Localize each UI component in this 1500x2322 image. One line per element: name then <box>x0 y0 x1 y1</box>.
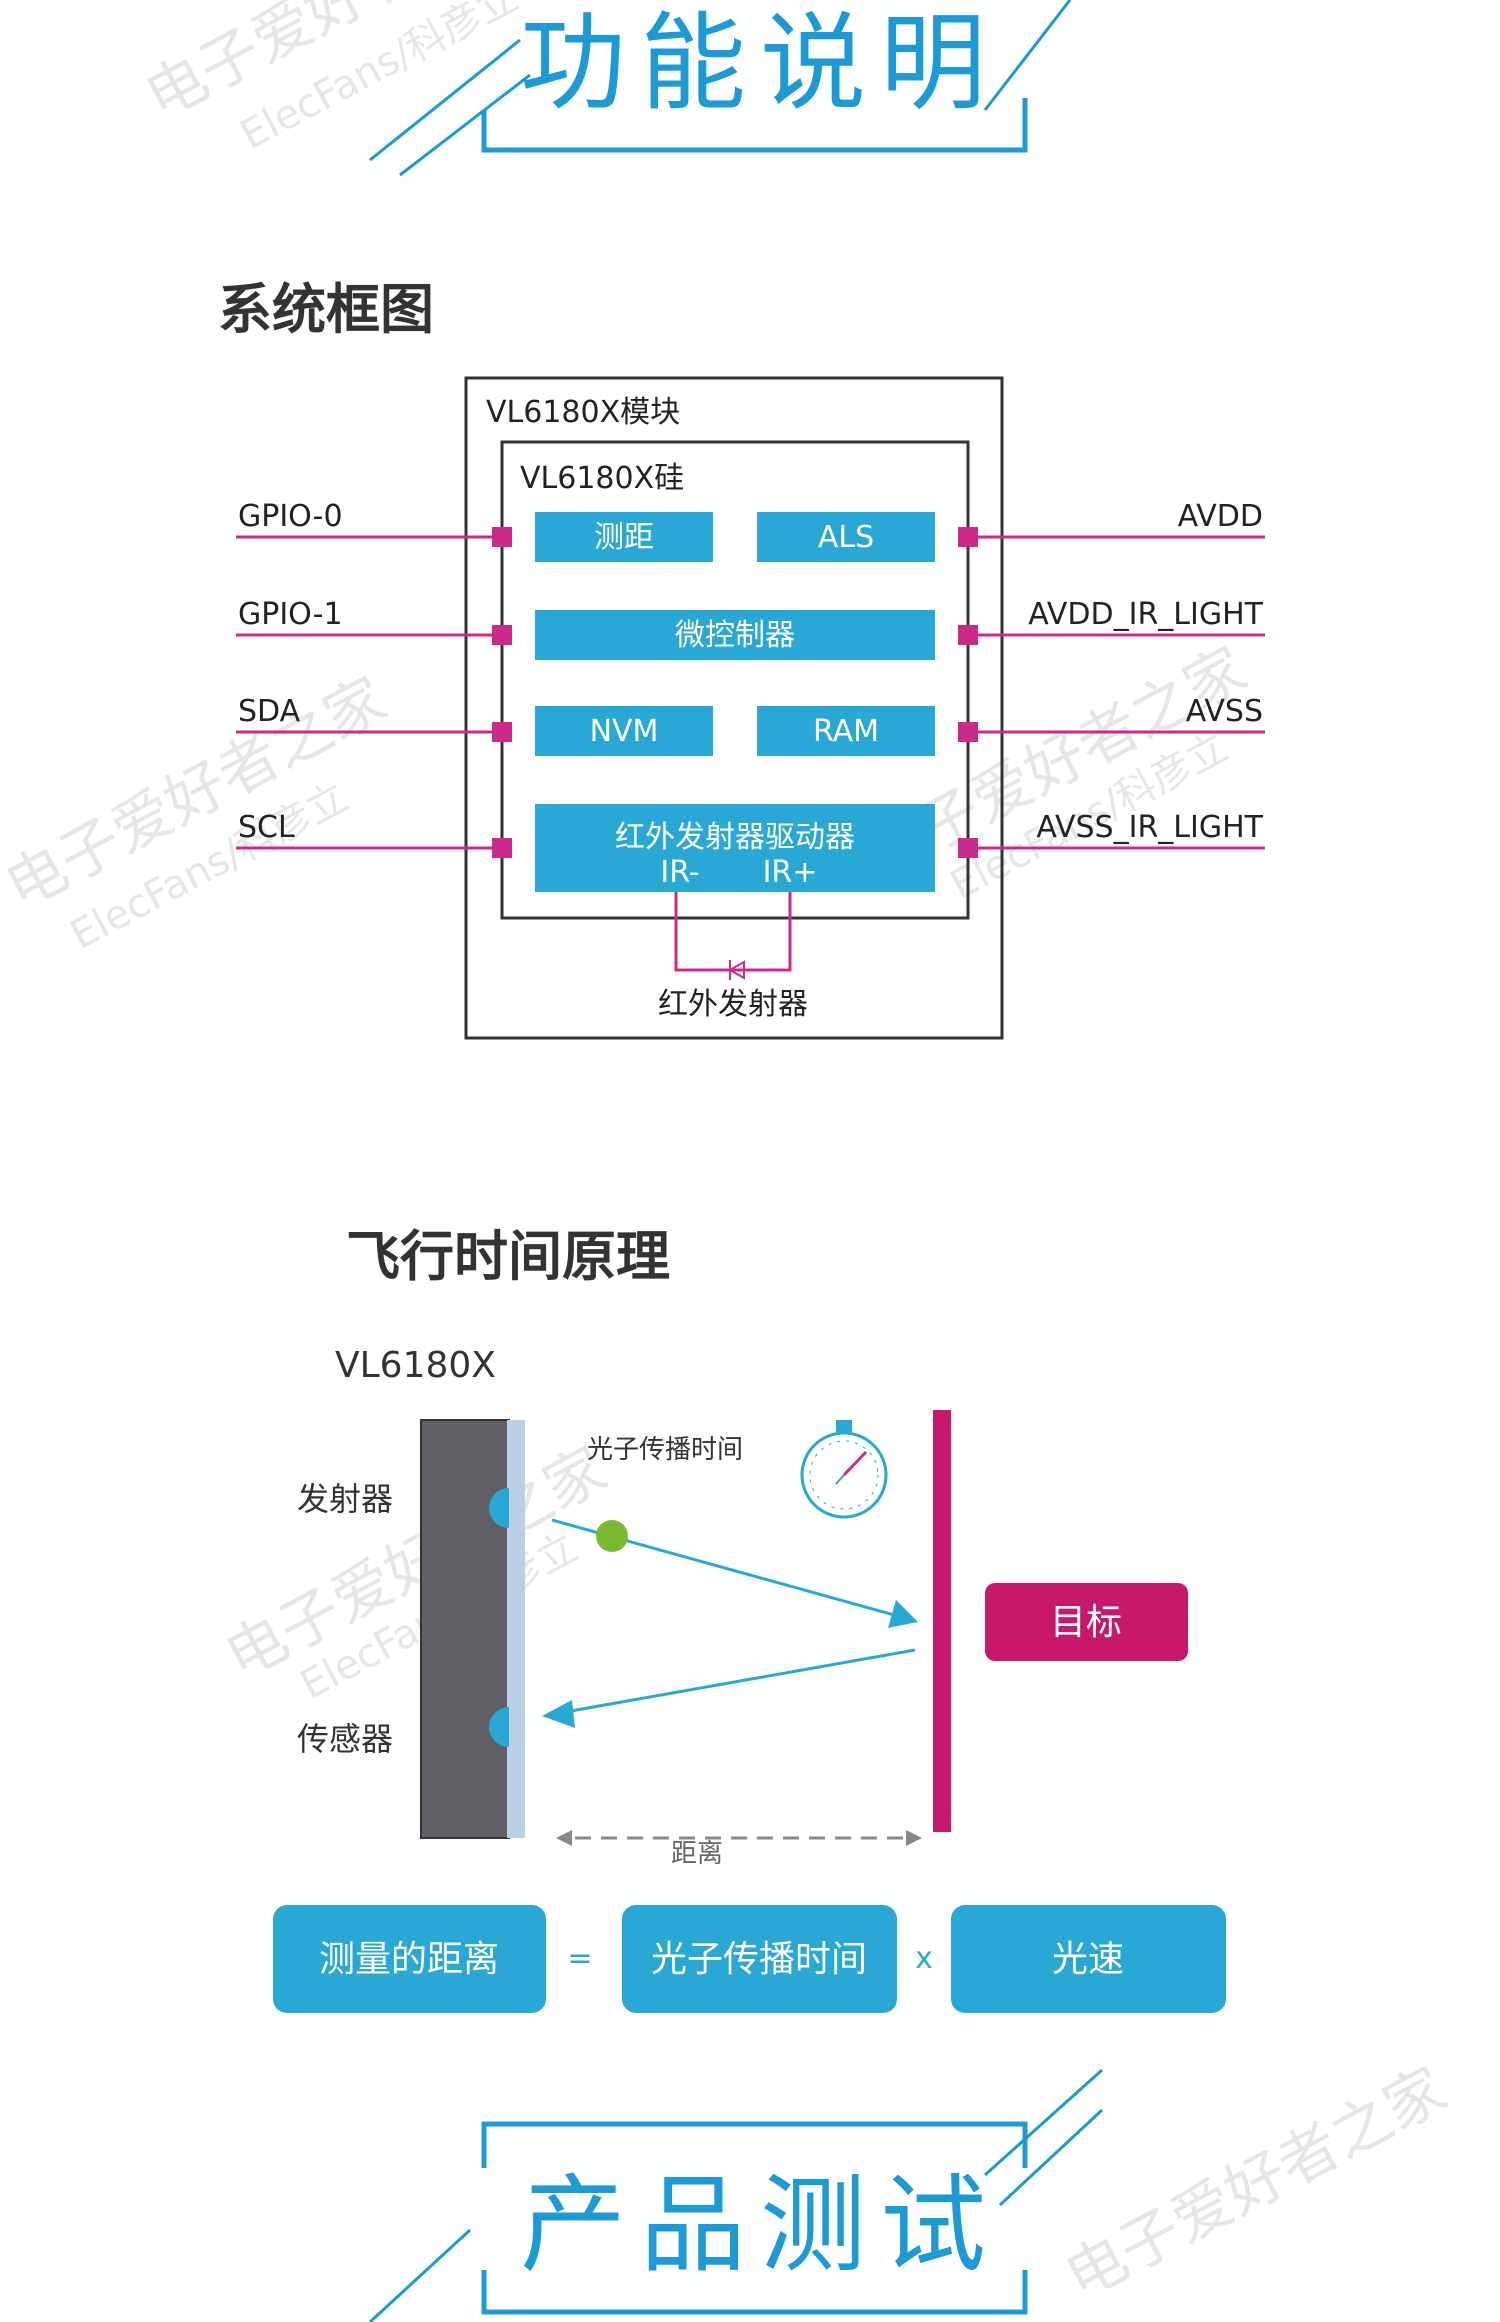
tof-diagram: VL6180X 发射器 传感器 光子传播时间 目标 距离 <box>297 1345 1188 1869</box>
als-block-label: ALS <box>818 520 874 555</box>
sensor-icon <box>489 1707 509 1747</box>
pin-label-left: SDA <box>238 694 301 729</box>
light-speed-label: 光速 <box>1052 1939 1124 1980</box>
header-deco-line <box>368 2228 472 2322</box>
pin-pad <box>492 625 512 645</box>
pin-pad <box>492 838 512 858</box>
emitter-label: 发射器 <box>297 1480 393 1518</box>
return-ray <box>564 1648 916 1714</box>
pin-label-left: GPIO-1 <box>238 597 343 632</box>
times-sign: x <box>915 1941 933 1976</box>
pin-label-right: AVDD <box>1178 499 1263 534</box>
distance-label: 距离 <box>671 1839 723 1869</box>
header-deco-line <box>983 2068 1104 2177</box>
tof-title: 飞行时间原理 <box>346 1225 670 1288</box>
sensor-label: 传感器 <box>297 1720 393 1758</box>
pin-label-left: GPIO-0 <box>238 499 343 534</box>
device-window <box>507 1420 525 1838</box>
pin-label-left: SCL <box>238 810 295 845</box>
photon-time-formula-label: 光子传播时间 <box>651 1939 867 1980</box>
mcu-block <box>535 610 935 660</box>
block-diagram-title: 系统框图 <box>218 278 434 341</box>
mcu-block-label: 微控制器 <box>675 618 795 653</box>
watermark-text: 电子爱好者之家 <box>1054 2054 1458 2313</box>
header-deco-line <box>369 38 521 162</box>
ranging-block-label: 测距 <box>594 520 654 555</box>
target-label: 目标 <box>1050 1602 1122 1643</box>
als-block <box>757 512 935 562</box>
measured-distance-label: 测量的距离 <box>319 1939 499 1980</box>
nvm-block <box>535 706 713 756</box>
header-frame <box>481 98 1028 153</box>
measured-distance-box <box>273 1905 546 2013</box>
header-bottom: 产品测试 <box>368 2068 1104 2322</box>
header-deco-line <box>998 2108 1104 2207</box>
module-box <box>464 376 1004 1040</box>
section-header-title: 产品测试 <box>520 2164 1000 2287</box>
formula: 测量的距离 = 光子传播时间 x 光速 <box>273 1905 1226 2013</box>
distance-arrow-left <box>556 1830 572 1846</box>
device-body <box>420 1419 510 1839</box>
ram-block <box>757 706 935 756</box>
pin-pad <box>492 722 512 742</box>
arrow-head-right <box>888 1600 918 1628</box>
photon-time-box <box>622 1905 897 2013</box>
pin-label-right: AVDD_IR_LIGHT <box>1028 597 1263 632</box>
pin-pad <box>958 838 978 858</box>
device-label: VL6180X <box>335 1345 496 1386</box>
module-label: VL6180X模块 <box>486 395 680 430</box>
silicon-box <box>500 440 970 920</box>
block-diagram: VL6180X模块 VL6180X硅 GPIO-0 GPIO-1 SDA SCL… <box>236 376 1265 1040</box>
photon-time-label: 光子传播时间 <box>587 1435 743 1465</box>
light-speed-box <box>951 1905 1226 2013</box>
emitter-icon <box>489 1488 509 1528</box>
pin-label-right: AVSS_IR_LIGHT <box>1036 810 1263 845</box>
header-frame <box>481 2270 1028 2315</box>
section-header-title: 功能说明 <box>520 2 1000 125</box>
photon-dot <box>596 1520 628 1552</box>
header-deco-line <box>983 0 1072 111</box>
pin-pad <box>492 527 512 547</box>
header-frame <box>481 2121 1028 2168</box>
ranging-block <box>535 512 713 562</box>
nvm-block-label: NVM <box>590 714 659 749</box>
arrow-head-left <box>542 1700 575 1728</box>
diode-icon <box>727 960 745 980</box>
pin-pad <box>958 527 978 547</box>
ir-minus-label: IR- <box>660 855 699 890</box>
header-top: 功能说明 <box>369 0 1072 177</box>
distance-arrow-right <box>906 1830 922 1846</box>
header-deco-line <box>399 73 531 177</box>
target-wall <box>933 1410 951 1832</box>
target-badge <box>985 1583 1188 1661</box>
ir-emitter-wire <box>674 892 792 972</box>
pin-pad <box>958 625 978 645</box>
silicon-label: VL6180X硅 <box>520 461 684 496</box>
ir-plus-label: IR+ <box>763 855 818 890</box>
ir-driver-block-label: 红外发射器驱动器 <box>615 820 855 855</box>
ram-block-label: RAM <box>813 714 879 749</box>
stopwatch-icon <box>800 1420 888 1519</box>
pin-pad <box>958 722 978 742</box>
pin-label-right: AVSS <box>1186 694 1263 729</box>
equals-sign: = <box>567 1941 592 1976</box>
ir-emitter-label: 红外发射器 <box>658 987 808 1022</box>
ir-driver-block <box>535 804 935 892</box>
